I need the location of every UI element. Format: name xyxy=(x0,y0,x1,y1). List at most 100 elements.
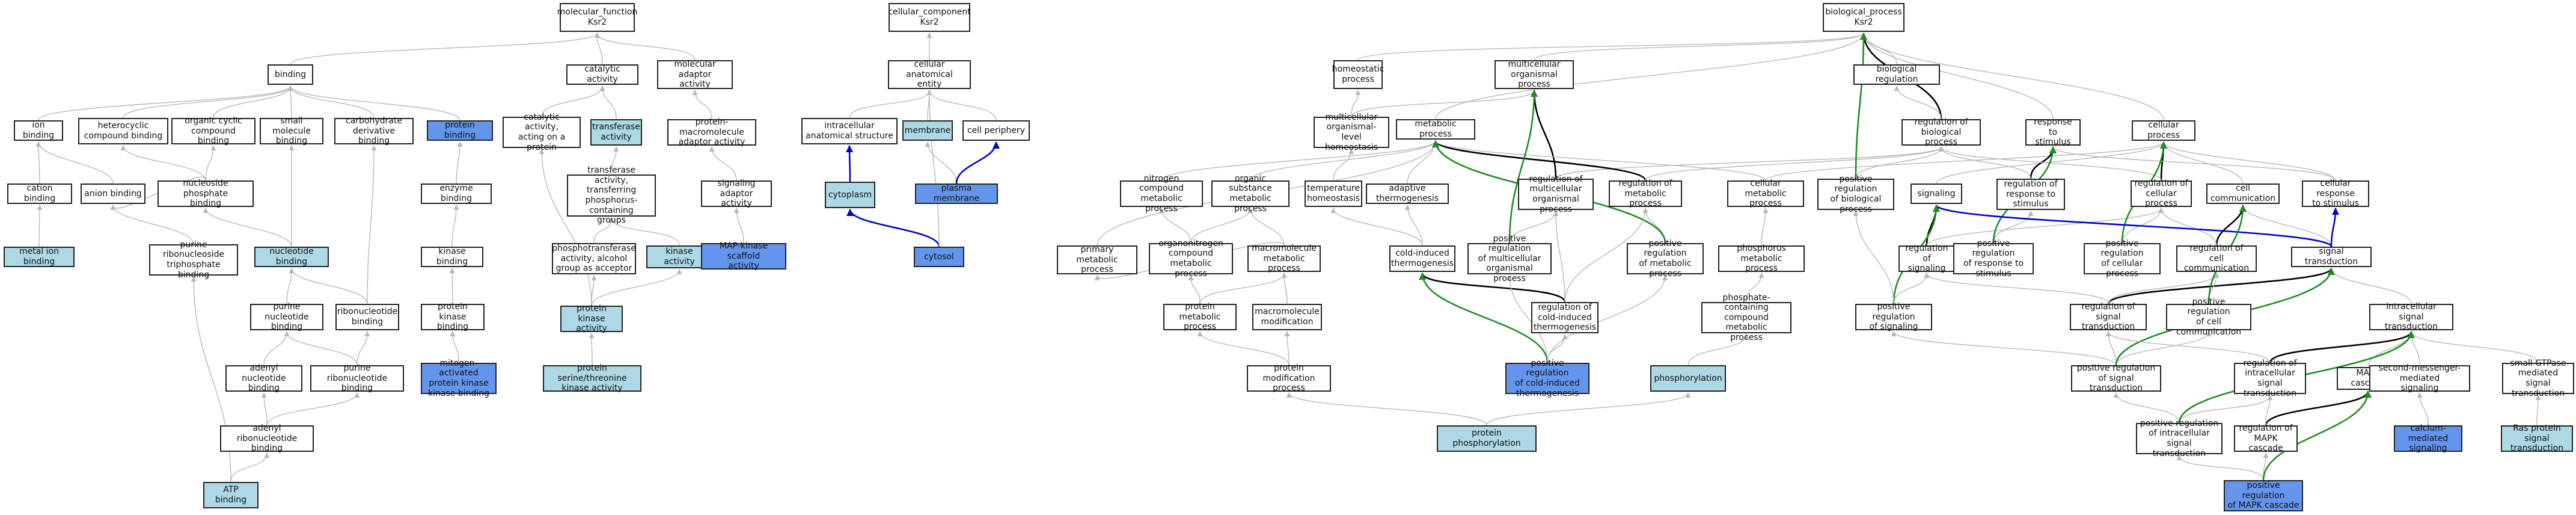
edge-hetero-to-binding xyxy=(123,85,293,119)
edge-regst-to-regsig xyxy=(1924,273,2109,304)
edge-phoscont-to-phosmet xyxy=(1746,273,1764,303)
edge-regcold-to-regmp xyxy=(1564,208,1648,303)
node-phosmet: phosphorus metabolic process xyxy=(1718,244,1805,273)
edge-phosph-to-phoscont xyxy=(1687,334,1749,366)
edge-regintra-to-regst xyxy=(2105,331,2271,363)
edge-regmop-to-regbp xyxy=(1555,146,1944,179)
node-bp: biological_process Ksr2 xyxy=(1823,3,1904,32)
node-cellmet: cellular metabolic process xyxy=(1727,179,1804,208)
node-signaling: signaling xyxy=(1911,183,1962,204)
node-memb: membrane xyxy=(902,120,953,141)
edge-transf-to-catact xyxy=(599,85,617,120)
edge-possig-to-posbp xyxy=(1853,211,1894,304)
node-binding: binding xyxy=(268,64,313,85)
edge-mlhomeo-to-multi xyxy=(1351,90,1537,117)
edge-nitro-to-metab xyxy=(1161,140,1439,181)
node-poscc: positive regulation of cell communicatio… xyxy=(2166,297,2251,337)
node-protkb: protein kinase binding xyxy=(421,302,485,332)
edge-adenylr-to-adenyl xyxy=(261,392,268,426)
edge-mlhomeo-to-homeo xyxy=(1351,90,1361,117)
node-primmet: primary metabolic process xyxy=(1057,245,1137,274)
node-resp: response to stimulus xyxy=(2025,117,2081,147)
node-phoscont: phosphate-containing compound metabolic … xyxy=(1701,293,1791,342)
node-regbp: regulation of biological process xyxy=(1901,117,1981,147)
node-possig: positive regulation of signaling xyxy=(1855,302,1932,332)
edge-nucphos-to-orgcyc xyxy=(205,145,216,181)
edge-protphos-to-phosph xyxy=(1486,392,1691,426)
edge-catprot-to-catact xyxy=(541,85,605,117)
edge-poscold-to-posmop xyxy=(1507,275,1548,363)
edge-pmaa-to-molad xyxy=(692,90,712,120)
edge-nucphos-to-hetero xyxy=(120,145,206,181)
edge-regmapk-to-regintra xyxy=(2265,395,2273,426)
edge-ras-to-smallgt xyxy=(2535,395,2541,426)
node-posresp: positive regulation of response to stimu… xyxy=(1953,239,2034,279)
edge-smallgt-to-intrast xyxy=(2408,331,2539,363)
node-protphos: protein phosphorylation xyxy=(1437,425,1537,452)
edge-cellper-to-cae xyxy=(926,90,997,121)
node-calc: calcium-mediated signaling xyxy=(2394,424,2462,453)
node-metion: metal ion binding xyxy=(4,247,75,267)
edge-regcc-to-regcp xyxy=(2158,208,2217,246)
edge-regsig-to-regcp xyxy=(1926,208,2164,246)
node-cellcomm: cell communication xyxy=(2206,183,2280,204)
node-hetero: heterocyclic compound binding xyxy=(78,118,168,144)
node-pstk: protein serine/threonine kinase activity xyxy=(543,363,641,393)
node-bioreg: biological regulation xyxy=(1853,64,1940,85)
edge-protphos-to-protmod xyxy=(1286,392,1487,426)
node-phosalc: phosphotransferase activity, alcohol gro… xyxy=(552,243,636,274)
edge-carbo-to-binding xyxy=(287,85,375,119)
node-poscp: positive regulation of cellular process xyxy=(2084,239,2161,279)
node-orgcyc: organic cyclic compound binding xyxy=(171,116,255,146)
edge-poscold-to-coldtherm xyxy=(1419,273,1549,363)
edge-adenylr-to-purribo xyxy=(266,392,360,426)
edge-macromet-to-orgsub xyxy=(1247,208,1285,246)
edge-cellresp-to-resp xyxy=(2050,146,2336,181)
edge-ribonuc-to-nucb xyxy=(289,268,368,304)
edge-posmapk-to-mapkc xyxy=(2262,390,2372,481)
edge-regst-to-regcc xyxy=(2108,273,2220,304)
edge-posmop-to-regmop xyxy=(1509,211,1559,244)
node-temph: temperature homeostasis xyxy=(1305,180,1362,207)
edge-cytosol-to-cae xyxy=(926,90,940,247)
edge-metab-to-bp xyxy=(1435,32,1867,120)
edge-protmod-to-protmet xyxy=(1197,331,1290,366)
edge-protb-to-binding xyxy=(287,85,460,121)
edge-purribo-to-purnuc xyxy=(284,331,358,366)
node-sigad: signaling adaptor activity xyxy=(701,179,772,208)
node-mapscaf: MAP-kinase scaffold activity xyxy=(701,241,786,271)
node-adenylr: adenyl ribonucleotide binding xyxy=(220,424,314,453)
node-regmapk: regulation of MAPK cascade xyxy=(2234,424,2298,453)
node-nucphos: nucleoside phosphate binding xyxy=(158,179,254,208)
node-posst: positive regulation of signal transducti… xyxy=(2071,363,2161,393)
edge-resp-to-bp xyxy=(1861,32,2054,120)
edge-sigtrans-to-cellcomm xyxy=(2240,205,2332,247)
node-regmop: regulation of multicellular organismal p… xyxy=(1518,174,1594,214)
edge-posst-to-poscc xyxy=(2116,331,2212,366)
edge-transp-to-transf xyxy=(611,146,619,175)
edge-anion-to-ionb xyxy=(35,141,114,184)
node-regresp: regulation of response to stimulus xyxy=(1996,179,2065,210)
edge-cation-to-ionb xyxy=(35,141,41,184)
edge-protka-to-catprot xyxy=(539,149,592,306)
edge-posmp-to-regmp xyxy=(1642,208,1666,244)
node-orgsub: organic substance metabolic process xyxy=(1211,174,1290,214)
edge-intra-to-cae xyxy=(849,90,932,119)
edge-sigtrans-to-signaling xyxy=(1933,204,2333,248)
node-macromod: macromolecule modification xyxy=(1252,304,1322,330)
edge-calc-to-secmsg xyxy=(2417,392,2429,426)
edge-prnt-to-anion xyxy=(110,205,194,245)
node-regcc: regulation of cell communication xyxy=(2176,244,2257,273)
edge-atp-to-adenylr xyxy=(230,452,270,483)
node-cation: cation binding xyxy=(7,183,72,204)
node-carbo: carbohydrate derivative binding xyxy=(334,116,414,146)
node-cae: cellular anatomical entity xyxy=(888,60,971,89)
edge-regbp-to-bioreg xyxy=(1894,85,1942,120)
edge-cellresp-to-cellp xyxy=(2161,141,2336,181)
edge-macromod-to-macromet xyxy=(1281,273,1288,304)
node-regmp: regulation of metabolic process xyxy=(1609,179,1682,208)
node-smallmol: small molecule binding xyxy=(260,116,323,146)
edge-ionb-to-binding xyxy=(38,85,293,121)
node-nucb: nucleotide binding xyxy=(254,247,329,267)
edge-cytosol-to-cyto xyxy=(846,209,940,247)
